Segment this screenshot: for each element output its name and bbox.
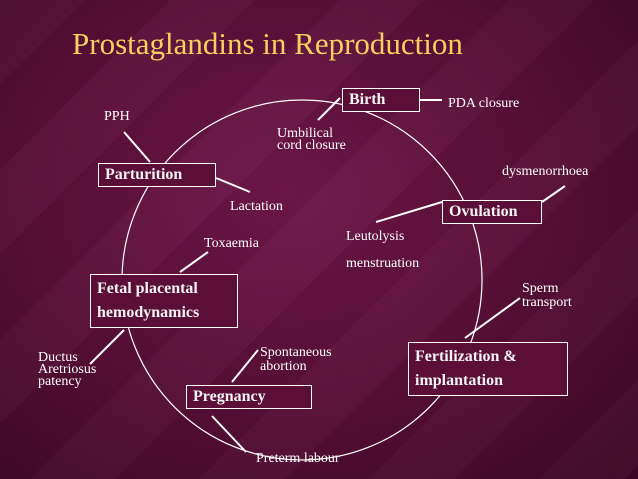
note-toxaemia: Toxaemia [204, 236, 259, 251]
connector-toxaemia [179, 251, 209, 273]
node-fetal-placental-hemodynamics: Fetal placental hemodynamics [90, 274, 238, 328]
connector-lactation [215, 177, 251, 193]
node-fertilization-implantation-label: Fertilization & implantation [415, 348, 517, 389]
connector-dysmenorrhoea [541, 185, 566, 203]
connector-leutolysis [375, 201, 443, 223]
connector-sperm [464, 297, 521, 339]
note-lactation: Lactation [230, 199, 283, 214]
note-dysmenorrhoea: dysmenorrhoea [502, 164, 589, 179]
node-fetal-placental-hemodynamics-label: Fetal placental hemodynamics [97, 280, 200, 321]
note-umbilical-cord-closure: Umbilical cord closure [277, 126, 346, 153]
note-spontaneous-abortion: Spontaneous abortion [260, 345, 332, 374]
connector-pph [123, 131, 151, 163]
note-pph: PPH [104, 109, 130, 124]
node-parturition: Parturition [98, 163, 216, 187]
note-leutolysis: Leutolysis [346, 229, 405, 244]
node-fertilization-implantation: Fertilization & implantation [408, 342, 568, 396]
note-preterm-labour: Preterm labour [256, 451, 340, 466]
connector-umbilical [317, 97, 341, 121]
connector-abortion [231, 349, 259, 383]
note-ductus-aretriosus-patency: Ductus Aretriosus patency [38, 350, 97, 389]
node-pregnancy: Pregnancy [186, 385, 312, 409]
note-menstruation: menstruation [346, 256, 420, 271]
node-ovulation: Ovulation [442, 200, 542, 224]
connector-ductus [89, 329, 125, 365]
note-sperm-transport: Sperm transport [522, 281, 572, 310]
node-birth: Birth [342, 88, 420, 112]
connector-preterm [211, 415, 247, 453]
note-pda-closure: PDA closure [448, 96, 520, 111]
slide-title: Prostaglandins in Reproduction [72, 26, 463, 61]
